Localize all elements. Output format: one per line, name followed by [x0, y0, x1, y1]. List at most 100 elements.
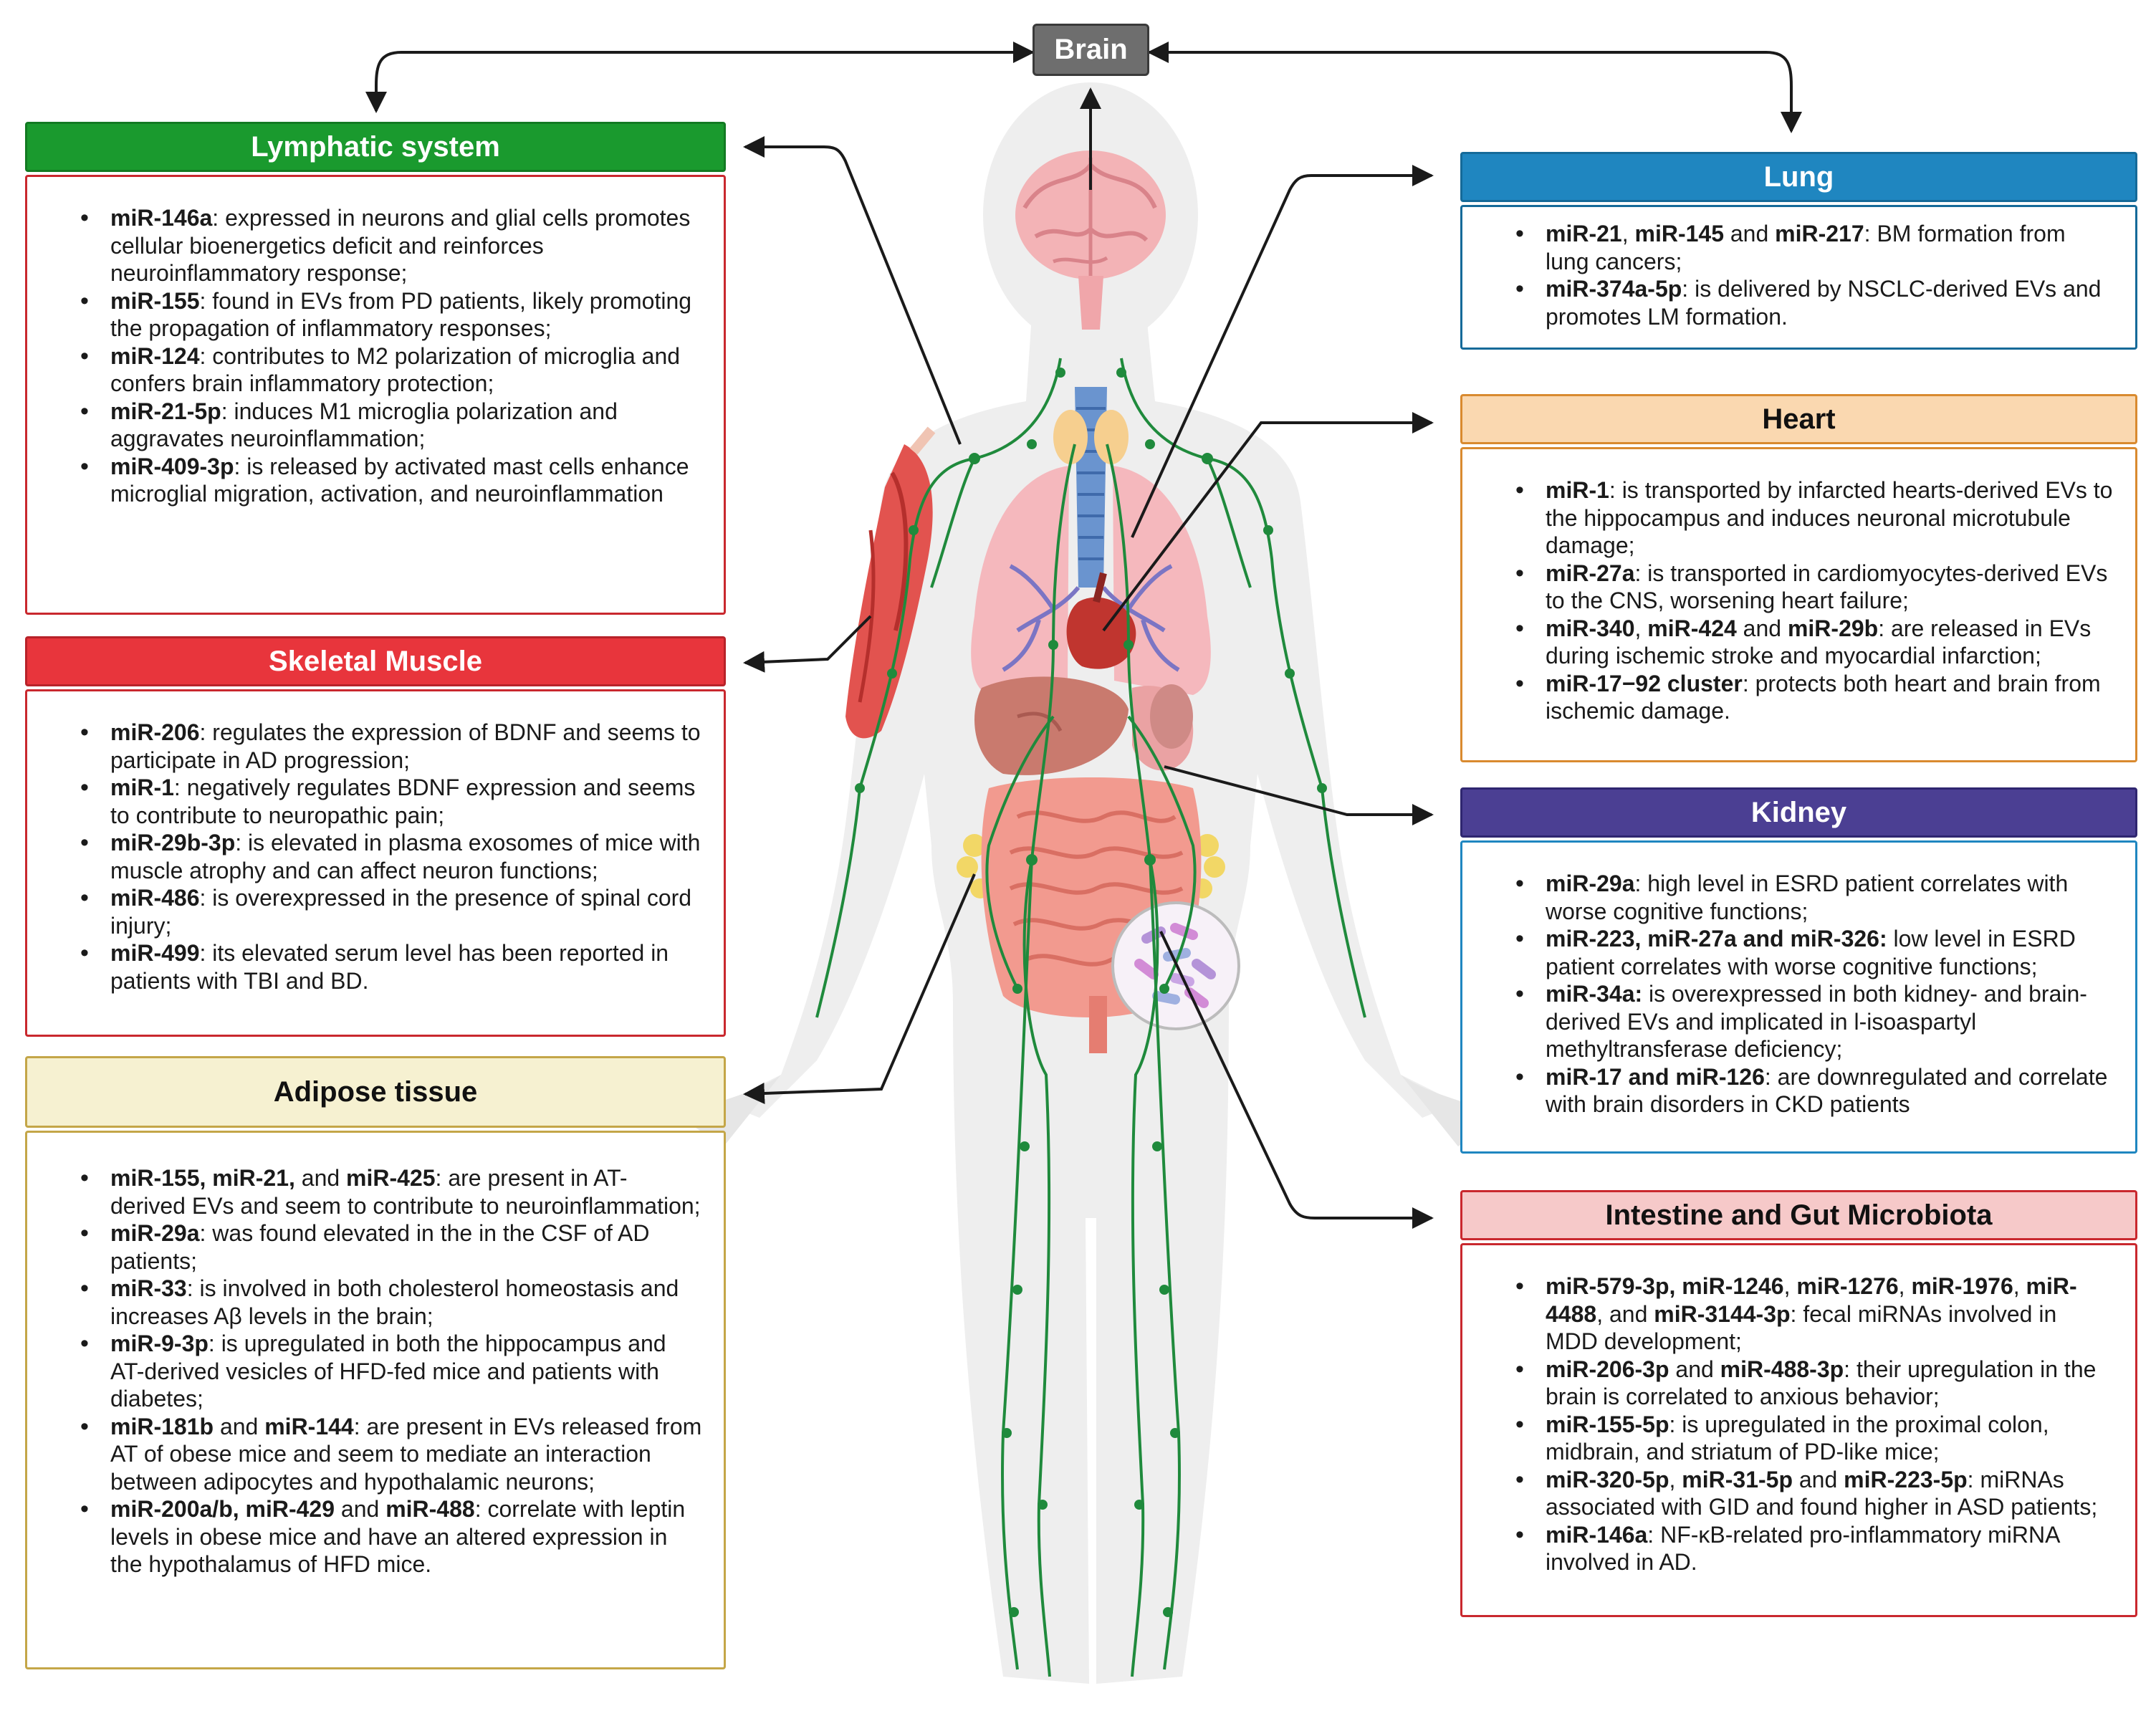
lymphatic-item: miR-155: found in EVs from PD patients, … [80, 287, 702, 342]
mirna-name: miR-3144-3p [1654, 1300, 1791, 1327]
mirna-description: , [1783, 1273, 1797, 1299]
kidney-title: Kidney [1750, 796, 1847, 828]
lung-list: miR-21, miR-145 and miR-217: BM formatio… [1507, 220, 2114, 330]
muscle-item: miR-499: its elevated serum level has be… [80, 939, 702, 995]
mirna-name: miR-144 [264, 1413, 354, 1439]
brain-label: Brain [1033, 24, 1149, 76]
intestine-panel: miR-579-3p, miR-1246, miR-1276, miR-1976… [1460, 1243, 2137, 1617]
mirna-name: miR-579-3p, miR-1246 [1546, 1273, 1784, 1299]
intestine-item: miR-579-3p, miR-1246, miR-1276, miR-1976… [1515, 1273, 2114, 1356]
heart-item: miR-27a: is transported in cardiomyocyte… [1515, 560, 2114, 615]
mirna-description: and [1723, 221, 1776, 246]
mirna-name: miR-9-3p [110, 1331, 209, 1356]
intestine-header: Intestine and Gut Microbiota [1460, 1190, 2137, 1240]
lung-title: Lung [1763, 160, 1834, 193]
kidney-panel: miR-29a: high level in ESRD patient corr… [1460, 840, 2137, 1154]
heart-title: Heart [1762, 403, 1836, 435]
mirna-description: and [335, 1496, 386, 1522]
mirna-name: miR-27a [1546, 560, 1635, 586]
mirna-description: and [214, 1413, 265, 1439]
lymphatic-item: miR-124: contributes to M2 polarization … [80, 342, 702, 398]
lymphatic-list: miR-146a: expressed in neurons and glial… [72, 204, 702, 508]
muscle-item: miR-1: negatively regulates BDNF express… [80, 774, 702, 829]
muscle-header: Skeletal Muscle [25, 636, 726, 686]
mirna-name: miR-33 [110, 1275, 187, 1301]
mirna-name: miR-486 [110, 885, 200, 911]
mirna-name: miR-34a: [1546, 981, 1643, 1007]
mirna-description: : is upregulated in both the hippocampus… [110, 1331, 666, 1412]
mirna-name: miR-340 [1546, 615, 1635, 641]
mirna-name: miR-374a-5p [1546, 276, 1682, 302]
mirna-description: , [1669, 1466, 1682, 1492]
lung-item: miR-374a-5p: is delivered by NSCLC-deriv… [1515, 275, 2114, 330]
kidney-item: miR-29a: high level in ESRD patient corr… [1515, 870, 2114, 925]
mirna-name: miR-4488 [1546, 1273, 2077, 1327]
lymphatic-title: Lymphatic system [251, 130, 500, 163]
mirna-name: miR-223, miR-27a and miR-326: [1546, 926, 1887, 952]
mirna-name: miR-17−92 cluster [1546, 670, 1743, 696]
lymphatic-panel: miR-146a: expressed in neurons and glial… [25, 175, 726, 615]
mirna-name: miR-146a [1546, 1521, 1648, 1548]
kidney-item: miR-17 and miR-126: are downregulated an… [1515, 1063, 2114, 1118]
muscle-item: miR-29b-3p: is elevated in plasma exosom… [80, 829, 702, 884]
mirna-description: is overexpressed in both kidney- and bra… [1546, 981, 2087, 1062]
mirna-name: miR-409-3p [110, 453, 234, 479]
mirna-description: : are present in AT-derived EVs and seem… [110, 1165, 701, 1219]
mirna-description: and [1736, 615, 1788, 641]
kidney-header: Kidney [1460, 787, 2137, 838]
adipose-header: Adipose tissue [25, 1056, 726, 1128]
muscle-list: miR-206: regulates the expression of BDN… [72, 719, 702, 995]
mirna-name: miR-424 [1647, 615, 1737, 641]
muscle-item: miR-486: is overexpressed in the presenc… [80, 884, 702, 939]
muscle-item: miR-206: regulates the expression of BDN… [80, 719, 702, 774]
mirna-name: miR-1 [110, 775, 174, 800]
lymph-nodes-illustration [855, 368, 1327, 1617]
mirna-name: miR-223-5p [1844, 1466, 1968, 1492]
mirna-description: : is transported in cardiomyocytes-deriv… [1546, 560, 2108, 614]
mirna-description: : fecal miRNAs involved in MDD developme… [1546, 1300, 2057, 1355]
mirna-description: , and [1596, 1300, 1654, 1327]
mirna-description: : is transported by infarcted hearts-der… [1546, 477, 2113, 558]
mirna-description: : is involved in both cholesterol homeos… [110, 1275, 679, 1329]
mirna-description: : high level in ESRD patient correlates … [1546, 871, 2069, 924]
heart-illustration [1066, 572, 1136, 669]
adipose-item: miR-155, miR-21, and miR-425: are presen… [80, 1164, 702, 1219]
mirna-description: : induces M1 microglia polarization and … [110, 398, 618, 452]
lung-item: miR-21, miR-145 and miR-217: BM formatio… [1515, 220, 2114, 275]
trachea-illustration [1053, 387, 1129, 588]
mirna-name: miR-17 and miR-126 [1546, 1063, 1765, 1090]
mirna-description: : NF-κB-related pro-inflammatory miRNA i… [1546, 1521, 2059, 1576]
mirna-description: : is overexpressed in the presence of sp… [110, 885, 692, 939]
abdomen-organs-illustration [974, 676, 1194, 775]
mirna-description: : are downregulated and correlate with b… [1546, 1063, 2108, 1118]
mirna-description: : are released in EVs during ischemic st… [1546, 615, 2092, 669]
mirna-description: : negatively regulates BDNF expression a… [110, 775, 696, 828]
mirna-name: miR-1276 [1796, 1273, 1899, 1299]
heart-panel: miR-1: is transported by infarcted heart… [1460, 447, 2137, 762]
adipose-item: miR-9-3p: is upregulated in both the hip… [80, 1330, 702, 1413]
mirna-name: miR-29b [1787, 615, 1879, 641]
mirna-name: miR-21 [1546, 221, 1622, 246]
mirna-name: miR-155, miR-21, [110, 1165, 295, 1191]
mirna-description: and [1669, 1356, 1720, 1382]
adipose-item: miR-200a/b, miR-429 and miR-488: correla… [80, 1495, 702, 1578]
mirna-name: miR-1 [1546, 477, 1609, 503]
intestine-item: miR-320-5p, miR-31-5p and miR-223-5p: mi… [1515, 1466, 2114, 1521]
mirna-name: miR-31-5p [1682, 1466, 1793, 1492]
mirna-description: , [1898, 1273, 1912, 1299]
heart-item: miR-1: is transported by infarcted heart… [1515, 476, 2114, 560]
mirna-description: : their upregulation in the brain is cor… [1546, 1356, 2097, 1410]
mirna-name: miR-146a [110, 205, 213, 231]
mirna-description: and [1792, 1466, 1844, 1492]
mirna-description: : are present in EVs released from AT of… [110, 1413, 702, 1495]
adipose-panel: miR-155, miR-21, and miR-425: are presen… [25, 1131, 726, 1669]
lymphatic-header: Lymphatic system [25, 122, 726, 172]
mirna-description: : is released by activated mast cells en… [110, 453, 689, 507]
lymphatic-item: miR-409-3p: is released by activated mas… [80, 453, 702, 508]
mirna-name: miR-29a [110, 1220, 200, 1246]
mirna-name: miR-499 [110, 940, 200, 966]
kidney-list: miR-29a: high level in ESRD patient corr… [1507, 870, 2114, 1118]
intestine-item: miR-155-5p: is upregulated in the proxim… [1515, 1411, 2114, 1466]
